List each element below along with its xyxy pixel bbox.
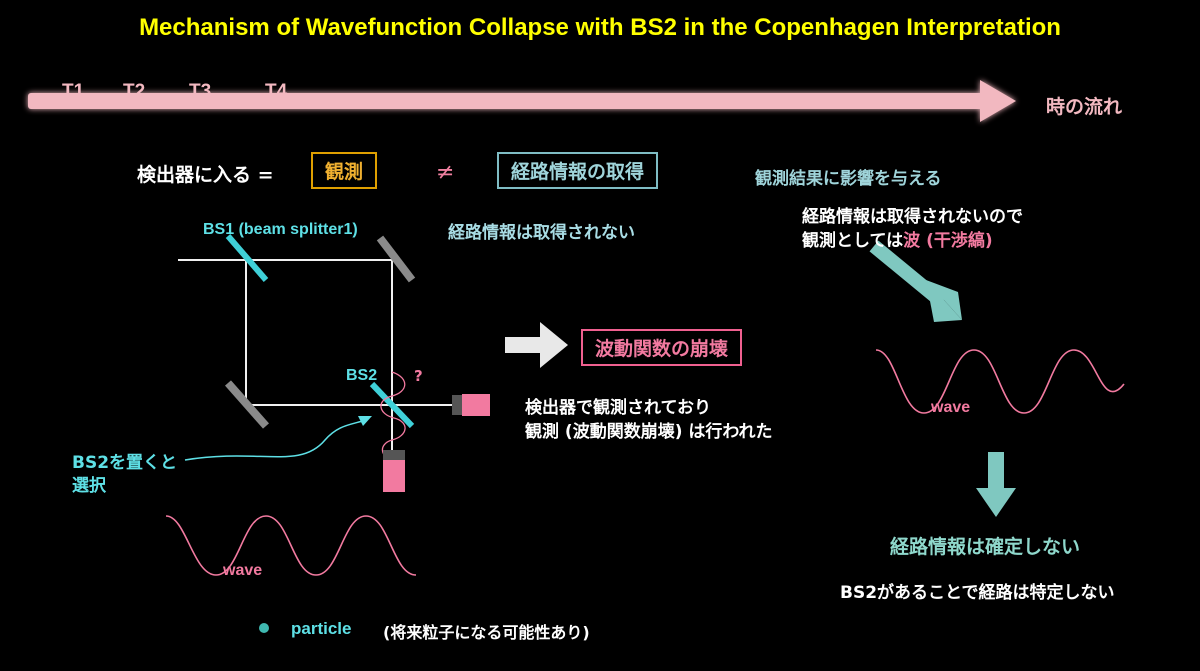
time-flow-label: 時の流れ: [1046, 96, 1123, 118]
detected-line1: 検出器で観測されており: [525, 398, 711, 418]
page-title: Mechanism of Wavefunction Collapse with …: [139, 14, 1061, 41]
bs2-label: BS2: [346, 367, 378, 384]
wave-left-label: wave: [223, 562, 263, 579]
detector-bottom: [383, 450, 405, 492]
particle-dot-icon: [259, 623, 269, 633]
no-path-info-text: 経路情報は取得されない: [448, 223, 635, 243]
timeline-tick-t4: T4: [265, 81, 288, 102]
path-undetermined-text: 経路情報は確定しない: [890, 536, 1081, 558]
detected-note: 検出器で観測されており 観測 (波動関数崩壊) は行われた: [525, 396, 773, 444]
collapse-arrow: [505, 322, 568, 368]
wave-right-label: wave: [931, 399, 971, 416]
wave-right-curve: [875, 349, 1125, 414]
legend-particle-label: particle: [291, 619, 352, 638]
affect-result-text: 観測結果に影響を与える: [755, 169, 942, 189]
mirror-bottom-left: [225, 380, 269, 429]
timeline-tick-t3: T3: [189, 81, 212, 102]
interferometer-beams: [178, 259, 455, 462]
path-info-box: 経路情報の取得: [497, 152, 659, 189]
legend-particle-note: (将来粒子になる可能性あり): [383, 623, 590, 642]
choose-line2: 選択: [72, 476, 106, 496]
wave-left-curve: [165, 515, 417, 576]
not-equal-sign: ≠: [436, 160, 455, 185]
timeline-arrow: [28, 80, 1016, 122]
mirror-top-right: [376, 235, 416, 283]
diagonal-arrow: [869, 240, 962, 322]
wave-note-line1: 経路情報は取得されないので: [802, 207, 1023, 227]
observation-box: 観測: [311, 152, 378, 189]
down-arrow: [976, 452, 1016, 517]
detected-line2: 観測 (波動関数崩壊) は行われた: [525, 422, 773, 442]
wave-note-highlight: 波 (干渉縞): [903, 231, 993, 251]
wave-observation-note: 経路情報は取得されないので 観測としては波 (干渉縞): [802, 205, 1023, 253]
choose-arrow-head: [358, 416, 372, 426]
bs2-spiral: [380, 371, 406, 461]
question-mark: ?: [414, 367, 423, 385]
wave-note-line2: 観測としては波 (干渉縞): [802, 229, 1023, 253]
beam-splitter-2: [369, 381, 415, 429]
choose-line1: BS2を置くと: [72, 453, 178, 473]
detector-right: [452, 394, 490, 416]
choose-note: BS2を置くと 選択: [72, 452, 177, 498]
enter-detector-label: 検出器に入る =: [137, 164, 274, 186]
bs1-label: BS1 (beam splitter1): [203, 221, 358, 238]
wave-note-prefix: 観測としては: [802, 231, 904, 251]
collapse-box: 波動関数の崩壊: [581, 329, 743, 366]
timeline-tick-t2: T2: [123, 81, 146, 102]
bs2-path-note: BS2があることで経路は特定しない: [840, 583, 1115, 603]
timeline-tick-t1: T1: [62, 81, 85, 102]
beam-splitter-1: [225, 234, 269, 282]
choose-arrow: [184, 419, 367, 461]
